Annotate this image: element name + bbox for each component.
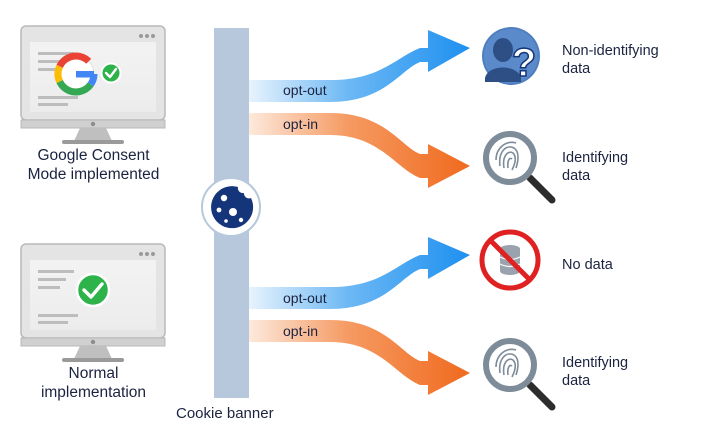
device-caption-line: Google Consent xyxy=(37,147,150,164)
anonymous-user-icon: ? xyxy=(482,27,540,86)
svg-text:?: ? xyxy=(512,41,536,85)
device-caption-line: implementation xyxy=(40,384,147,401)
arrow-bottom-optin xyxy=(249,320,470,395)
outcome-line: Identifying xyxy=(562,355,629,371)
green-check-icon xyxy=(75,272,111,308)
google-g-logo xyxy=(54,52,98,96)
arrow-top-optin xyxy=(249,113,470,188)
device-caption-line: Normal xyxy=(68,365,119,382)
outcome-line: Non-identifying xyxy=(562,43,659,59)
device-caption-line: Mode implemented xyxy=(27,166,160,183)
monitor-bottom xyxy=(20,243,166,362)
outcome-line: No data xyxy=(562,257,613,273)
flow-label-top-optin: opt-in xyxy=(283,116,319,132)
outcome-label-1: Non-identifying data xyxy=(562,42,659,78)
fingerprint-magnifier-icon xyxy=(483,131,556,204)
flow-label-bottom-optout: opt-out xyxy=(283,290,327,306)
flow-label-top-optout: opt-out xyxy=(283,82,327,98)
outcome-label-2: Identifying data xyxy=(562,149,628,185)
outcome-label-4: Identifying data xyxy=(562,354,628,390)
outcome-line: Identifying xyxy=(562,150,629,166)
outcome-line: data xyxy=(562,61,591,77)
no-database-icon xyxy=(479,229,541,291)
cookie-icon xyxy=(201,177,261,237)
outcome-line: data xyxy=(562,168,591,184)
device-caption-top: Google Consent Mode implemented xyxy=(6,146,181,184)
device-caption-bottom: Normal implementation xyxy=(6,364,181,402)
fingerprint-magnifier-icon xyxy=(483,338,556,411)
arrow-bottom-optout xyxy=(249,237,470,309)
cookie-banner-label: Cookie banner xyxy=(176,405,274,422)
flow-label-bottom-optin: opt-in xyxy=(283,323,319,339)
monitor-top xyxy=(20,25,166,144)
green-check-icon xyxy=(100,62,122,84)
arrow-top-optout xyxy=(249,30,470,102)
outcome-line: data xyxy=(562,373,591,389)
outcome-label-3: No data xyxy=(562,256,613,274)
